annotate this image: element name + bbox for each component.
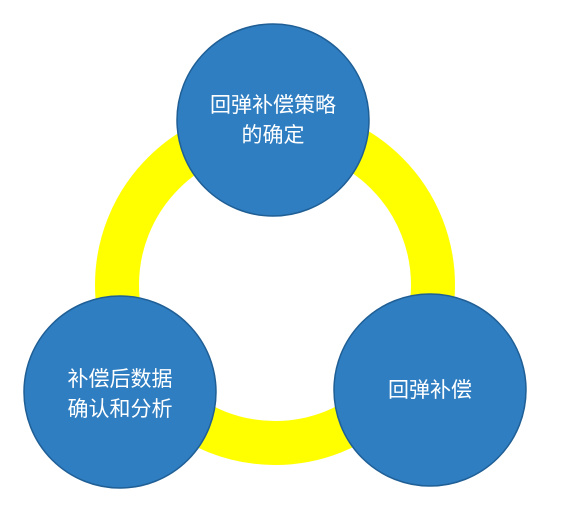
node-top: 回弹补偿策略 的确定 (176, 23, 370, 217)
node-bottom-left-label-line-1: 补偿后数据 (68, 367, 173, 391)
node-top-label-line-2: 的确定 (242, 123, 305, 147)
node-bottom-right: 回弹补偿 (333, 293, 527, 487)
node-bottom-right-circle (333, 293, 527, 487)
node-top-label-line-1: 回弹补偿策略 (210, 93, 336, 117)
node-bottom-right-label-line-1: 回弹补偿 (388, 378, 472, 402)
node-bottom-left: 补偿后数据 确认和分析 (23, 295, 217, 489)
node-top-circle (176, 23, 370, 217)
node-bottom-left-circle (23, 295, 217, 489)
node-bottom-left-label-line-2: 确认和分析 (68, 397, 173, 421)
